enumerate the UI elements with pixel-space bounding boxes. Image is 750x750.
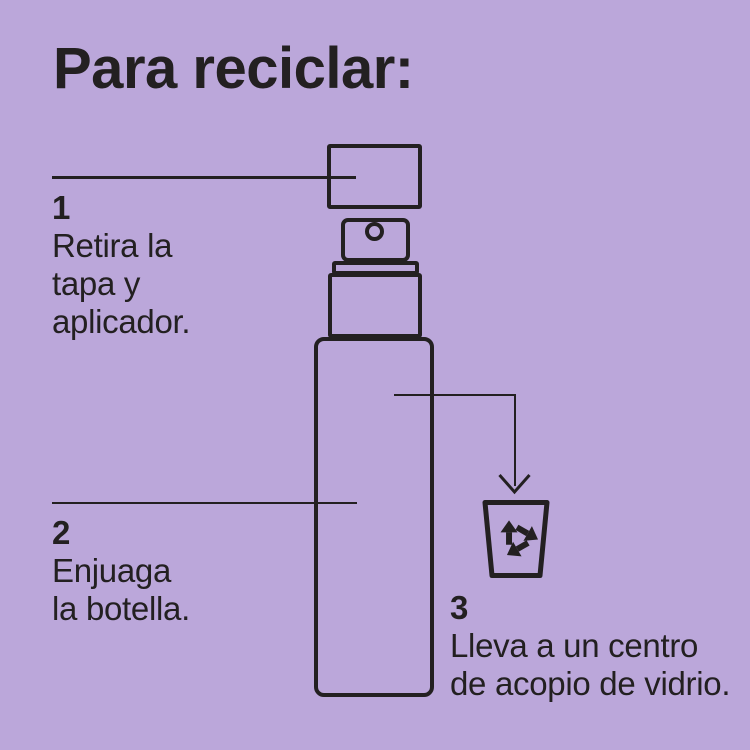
recycle-icon — [500, 519, 541, 559]
bottle-body-drawing — [314, 337, 434, 697]
nozzle-drawing — [365, 222, 384, 241]
step-2-number: 2 — [52, 514, 71, 551]
down-arrow-icon — [498, 474, 531, 495]
step-1-text: Retira la — [52, 227, 173, 264]
sprayer-head-drawing — [341, 218, 410, 262]
step-2-text: la botella. — [52, 590, 190, 627]
step-1-text: aplicador. — [52, 303, 191, 340]
step-3-number: 3 — [450, 589, 469, 626]
step-3-text: Lleva a un centro — [450, 627, 699, 664]
page-title: Para reciclar: — [53, 36, 414, 101]
neck-drawing — [328, 273, 422, 338]
step3-pointer-line — [394, 393, 516, 396]
step-3: 3 Lleva a un centro de acopio de vidrio. — [450, 589, 731, 703]
step-1-text: tapa y — [52, 265, 141, 302]
step3-arrow-shaft — [513, 393, 516, 486]
step2-pointer-line — [52, 501, 357, 504]
step-3-text: de acopio de vidrio. — [450, 665, 731, 702]
trash-can-icon — [482, 500, 550, 578]
step-2-text: Enjuaga — [52, 552, 172, 589]
step-1-number: 1 — [52, 189, 71, 226]
step-1: 1 Retira la tapa y aplicador. — [52, 189, 191, 341]
step1-pointer-line — [52, 176, 356, 179]
step-2: 2 Enjuaga la botella. — [52, 514, 190, 628]
